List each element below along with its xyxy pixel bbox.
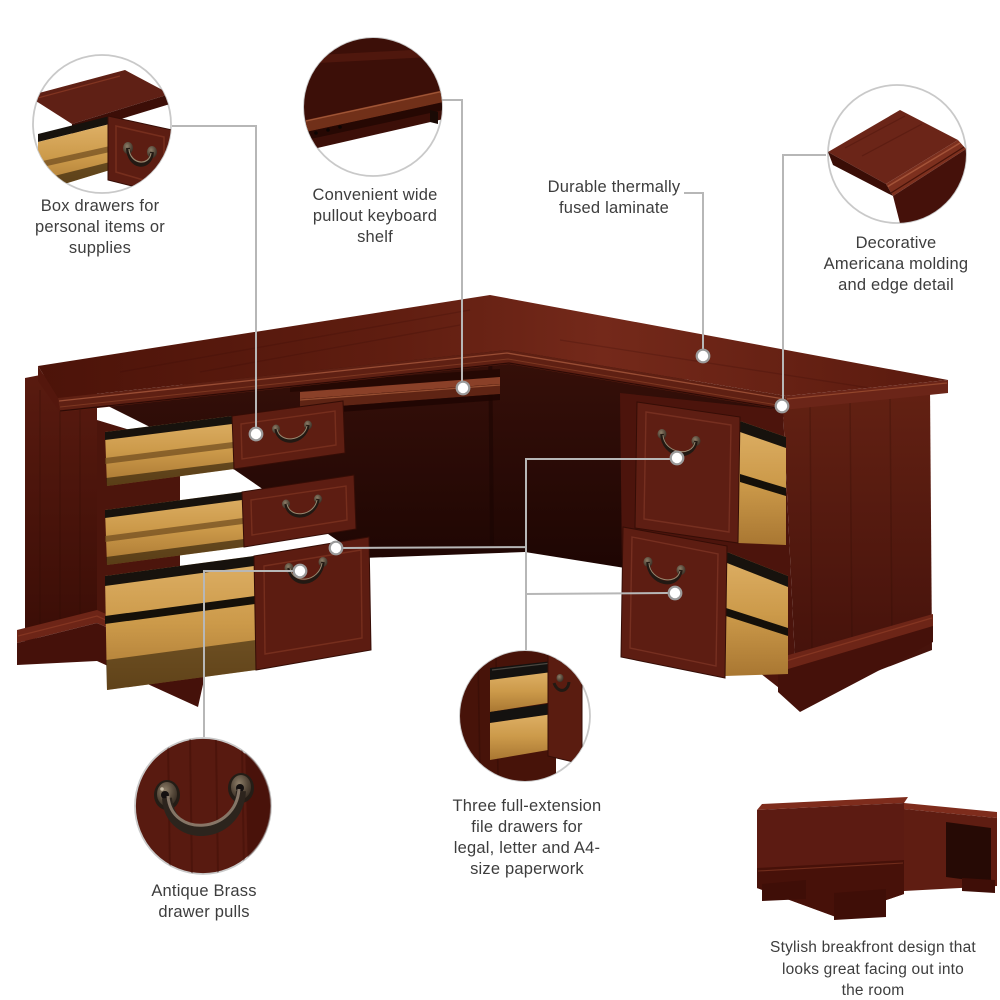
drawer-pull — [272, 420, 312, 443]
desktop-top-surface — [38, 295, 948, 398]
connector-lines — [172, 99, 826, 737]
breakfront-thumbnail — [757, 797, 997, 920]
molding-detail-circle — [827, 84, 967, 224]
marker-box-drawer — [248, 426, 264, 442]
file-drawer-left — [105, 536, 372, 690]
desktop-left-end-molding — [38, 366, 60, 412]
label-keyboard-shelf: Convenient wide pullout keyboard shelf — [312, 186, 438, 246]
file-drawer-detail-circle — [459, 650, 591, 782]
desk-main — [17, 295, 948, 712]
box-drawer-1 — [105, 400, 346, 486]
connector-box-drawers — [172, 125, 257, 428]
label-laminate: Durable thermally fused laminate — [547, 178, 681, 217]
marker-laminate — [695, 348, 711, 364]
keyboard-shelf — [290, 369, 501, 415]
box-drawer-2 — [105, 474, 357, 565]
box-drawer-detail-circle — [32, 54, 172, 194]
right-drawer-stack — [620, 401, 788, 679]
left-drawer-stack — [105, 400, 372, 690]
label-breakfront: Stylish breakfront design that looks gre… — [770, 939, 976, 999]
marker-pull — [292, 563, 308, 579]
label-drawer-pulls: Antique Brass drawer pulls — [151, 882, 257, 921]
marker-molding — [774, 398, 790, 414]
drawer-pull — [643, 557, 686, 585]
drawer-pull — [282, 494, 322, 518]
marker-file-drawer-right-lower — [667, 585, 683, 601]
connector-laminate — [684, 192, 704, 349]
desktop — [38, 295, 948, 412]
marker-file-drawer-right-upper — [669, 450, 685, 466]
file-drawer-right-lower — [620, 526, 788, 679]
connector-molding — [782, 154, 826, 399]
connector-keyboard-shelf — [442, 99, 463, 381]
connector-drawer-pulls — [203, 570, 293, 737]
marker-keyboard-shelf — [455, 380, 471, 396]
callout-markers — [248, 348, 790, 601]
file-drawer-right-upper — [634, 401, 786, 545]
label-file-drawers: Three full-extension file drawers for le… — [452, 797, 602, 878]
label-box-drawers: Box drawers for personal items or suppli… — [35, 197, 165, 257]
label-molding: Decorative Americana molding and edge de… — [823, 234, 969, 294]
drawer-pull-detail-circle — [134, 737, 272, 875]
connector-file-drawers — [342, 458, 670, 650]
keyboard-shelf-detail-circle — [303, 37, 443, 177]
marker-file-drawer-top — [328, 540, 344, 556]
